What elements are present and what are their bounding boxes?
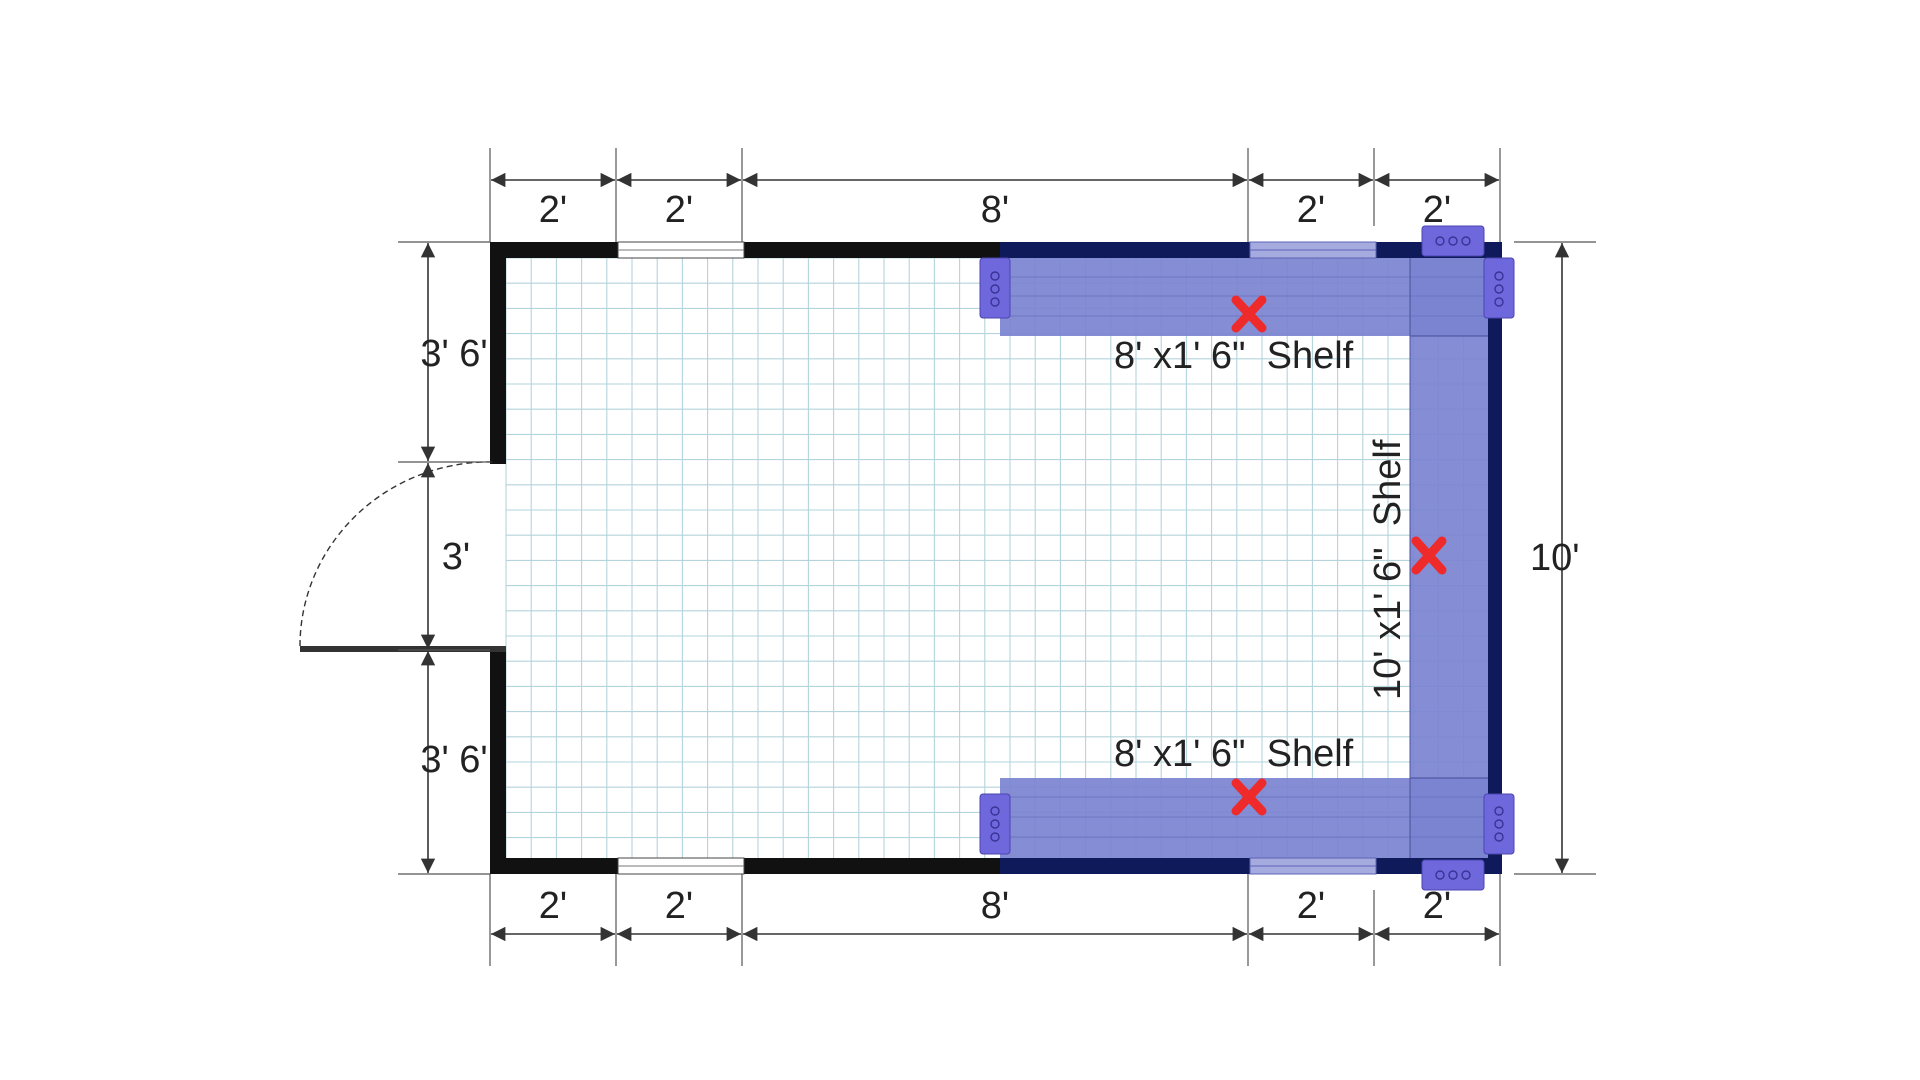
dim-left-3: 3' 6' <box>420 739 487 781</box>
dim-top-5: 2' <box>1423 189 1451 231</box>
extension-lines <box>398 148 1596 966</box>
door-swing-icon <box>299 461 506 652</box>
shelf-cells <box>1000 254 1490 862</box>
bracket-holes <box>990 236 1504 880</box>
right-shelf-label: 10' x1' 6" Shelf <box>1367 439 1409 700</box>
floor-grid <box>505 257 1488 858</box>
dim-bottom-5: 2' <box>1423 885 1451 927</box>
dim-right: 10' <box>1530 537 1580 579</box>
dim-left-1: 3' 6' <box>420 333 487 375</box>
room-floor <box>496 254 1496 862</box>
dim-top-2: 2' <box>665 189 693 231</box>
dim-top-1: 2' <box>539 189 567 231</box>
bottom-shelf-label: 8' x1' 6" Shelf <box>1114 733 1354 775</box>
window-icon <box>617 241 1377 875</box>
dim-bottom-1: 2' <box>539 885 567 927</box>
dim-bottom-4: 2' <box>1297 885 1325 927</box>
walls <box>490 242 1502 874</box>
dimension-lines <box>420 172 1570 942</box>
x-mark-icon <box>1231 295 1447 816</box>
dim-top-4: 2' <box>1297 189 1325 231</box>
dim-bottom-2: 2' <box>665 885 693 927</box>
dim-left-2: 3' <box>442 536 470 578</box>
bracket-icon <box>979 225 1515 891</box>
dim-bottom-3: 8' <box>981 885 1009 927</box>
dim-top-3: 8' <box>981 189 1009 231</box>
top-shelf-label: 8' x1' 6" Shelf <box>1114 335 1354 377</box>
